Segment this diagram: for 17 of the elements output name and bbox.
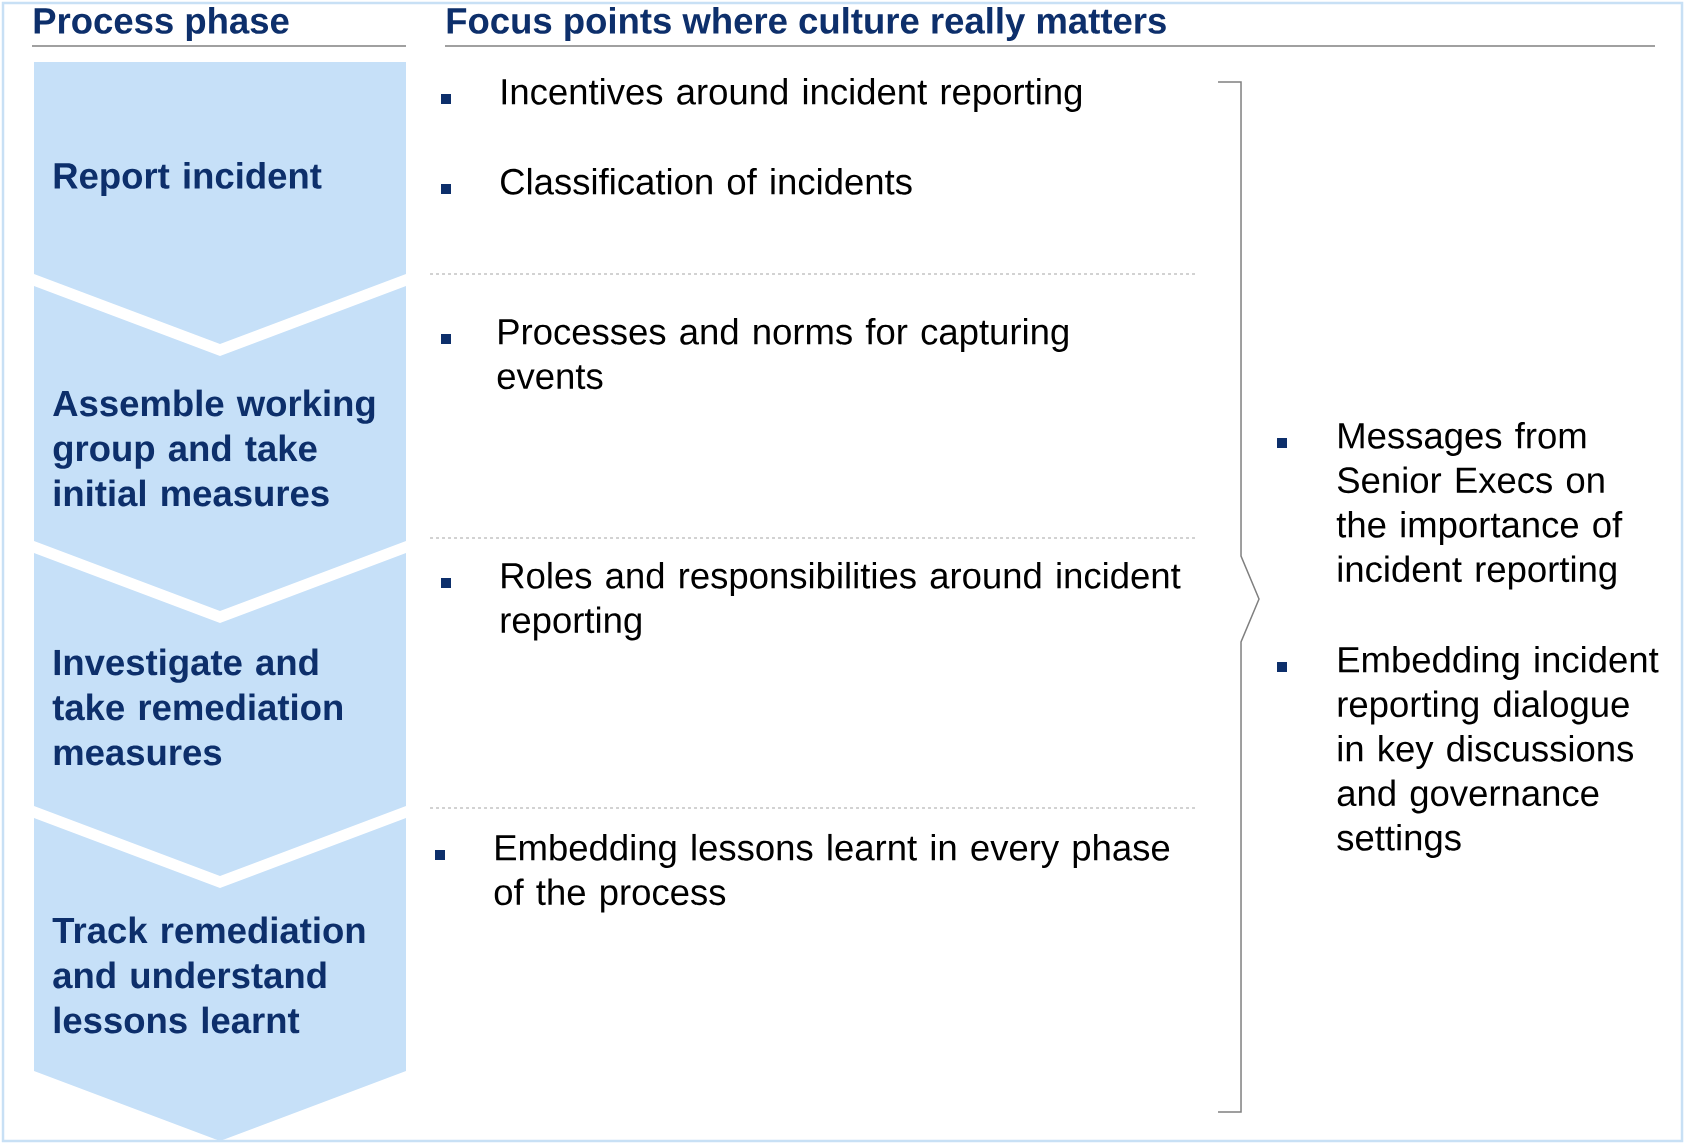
- node-label: Track remediation and understand lessons learnt: [52, 916, 365, 1034]
- column-header: Process phase: [31, 7, 407, 47]
- node-label: Investigate and take remediation measures: [52, 648, 342, 766]
- bullet-item: Incentives around incident reporting: [441, 77, 1082, 112]
- phase-band: Assemble working group and take initial measures: [34, 286, 406, 611]
- bullet-item: Embedding incident reporting dialogue in key discussions and governance settings: [1277, 645, 1659, 858]
- node-label: Report incident: [54, 162, 322, 197]
- phase-band: Report incident: [34, 62, 406, 344]
- phase-band: Investigate and take remediation measures: [34, 553, 406, 876]
- bullet-item: Processes and norms for capturing events: [441, 317, 1068, 390]
- column-header: Focus points where culture really matters: [444, 7, 1656, 47]
- bullet-item: Classification of incidents: [441, 167, 912, 195]
- bullet-item: Messages from Senior Execs on the importance of incident reporting: [1277, 421, 1623, 590]
- bullet-item: Roles and responsibilities around incident reporting: [441, 561, 1181, 641]
- bullet-item: Embedding lessons learnt in every phase of the process: [435, 833, 1170, 913]
- node-label: Assemble working group and take initial measures: [53, 389, 375, 507]
- phase-band: Track remediation and understand lessons learnt: [34, 818, 406, 1141]
